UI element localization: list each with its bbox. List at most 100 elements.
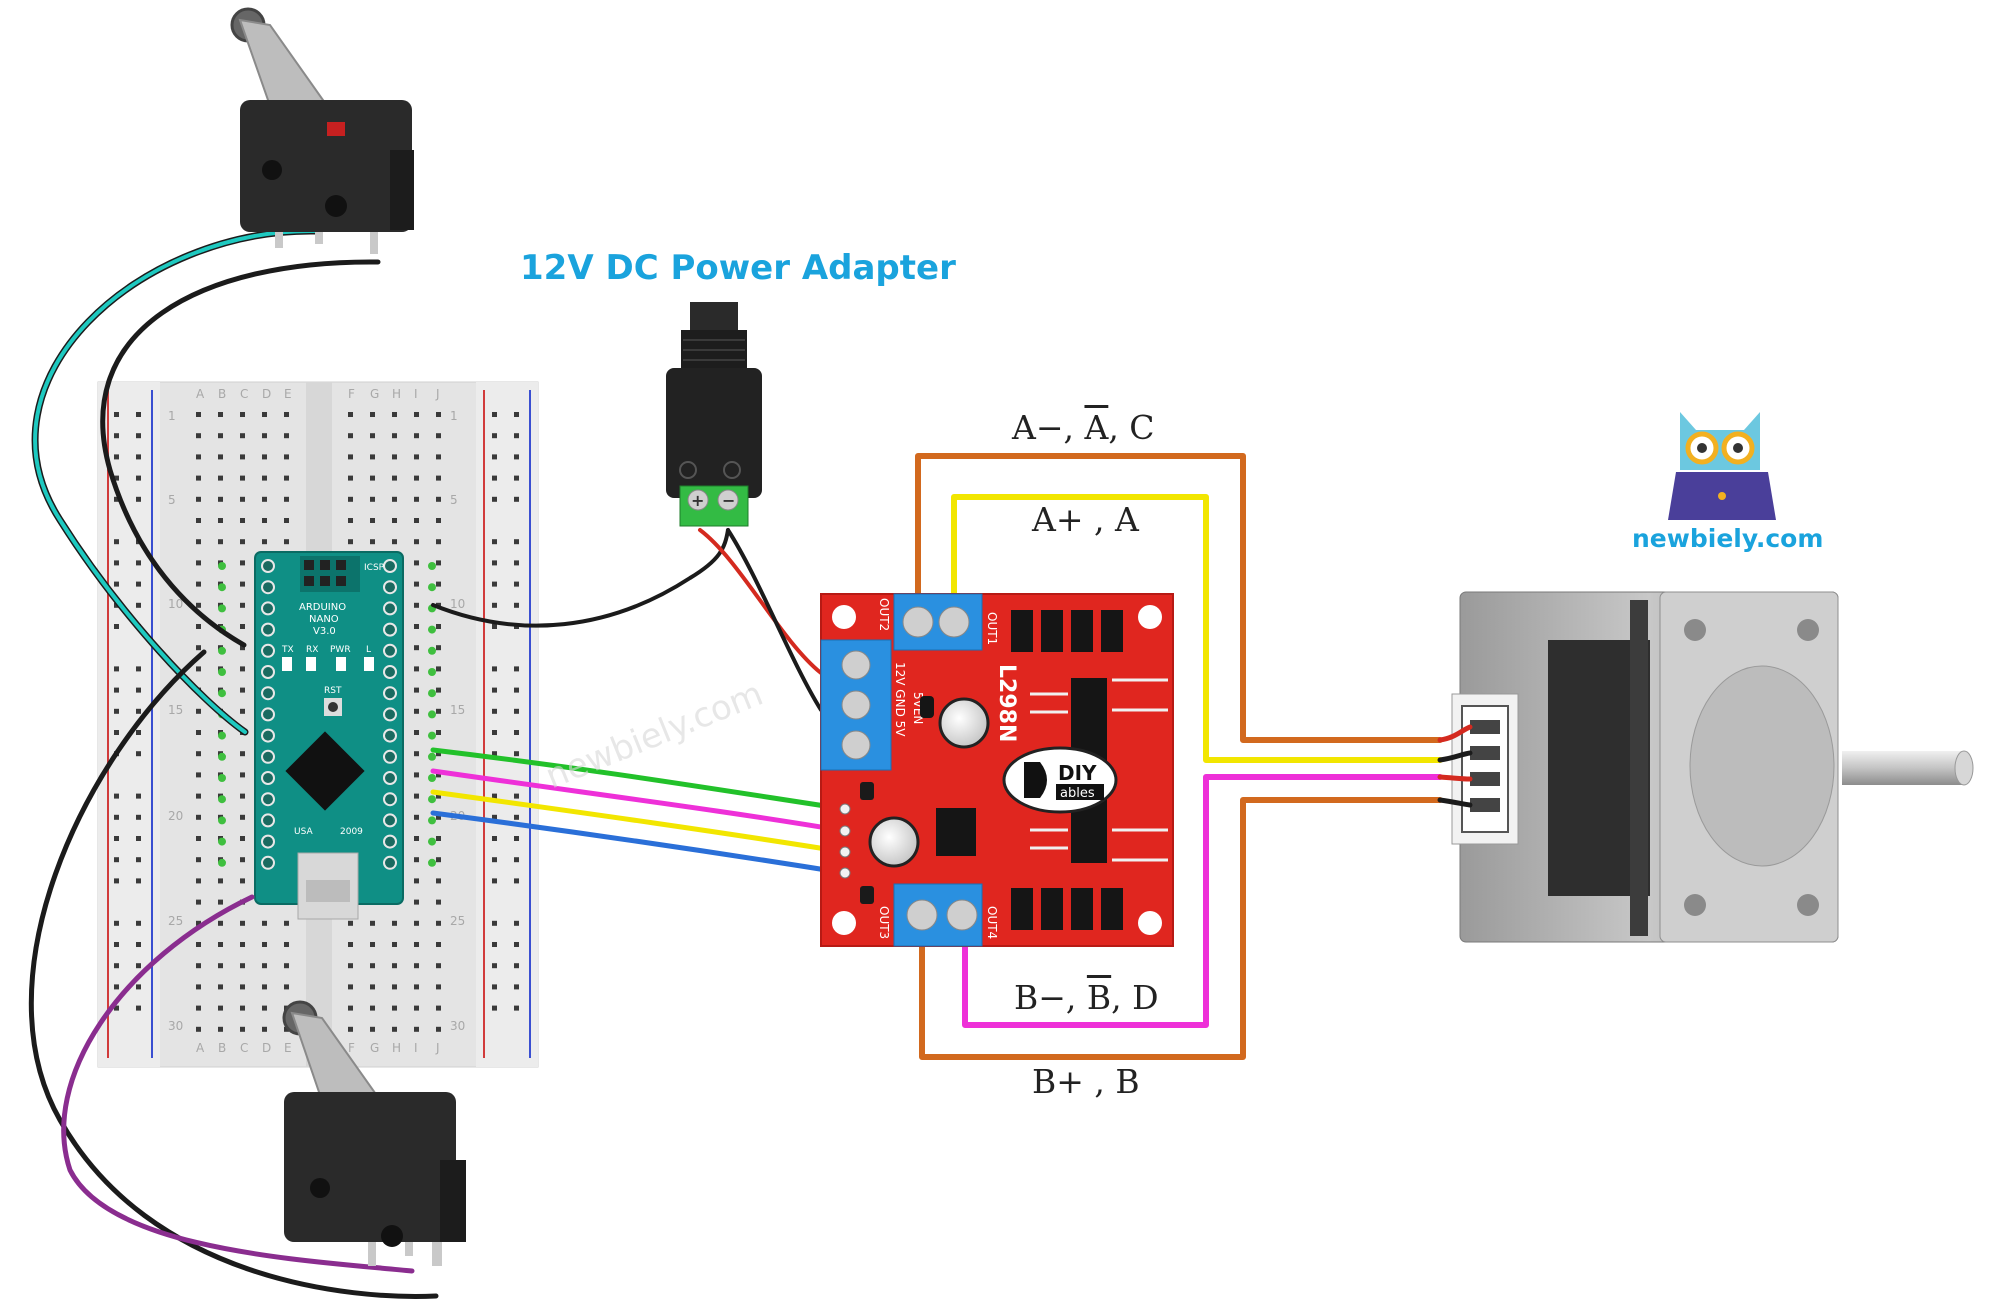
breadboard-hole: [492, 730, 497, 735]
breadboard-hole: [262, 963, 267, 969]
breadboard-hole: [284, 433, 289, 439]
breadboard-hole: [196, 857, 201, 863]
coil-b-minus-prefix: B−,: [1014, 978, 1087, 1017]
breadboard-hole: [414, 475, 419, 481]
col-letter: G: [370, 1041, 379, 1055]
icsp-pin: [336, 560, 346, 570]
flange-hole: [1797, 619, 1819, 641]
breadboard-hole: [218, 1026, 223, 1032]
breadboard-hole: [136, 666, 141, 672]
breadboard-hole: [370, 412, 375, 417]
breadboard-hole: [262, 518, 267, 523]
led-rx-label: RX: [306, 645, 318, 655]
breadboard-hole: [492, 454, 497, 460]
breadboard-connected-hole: [218, 752, 226, 761]
icsp-label: ICSP: [364, 563, 385, 573]
diode: [1071, 888, 1093, 930]
arduino-name: ARDUINO: [299, 602, 346, 613]
switch-pin: [275, 232, 283, 248]
coil-b-minus-bar: B: [1086, 978, 1112, 1017]
mount-hole: [1138, 911, 1162, 935]
arduino-nano: ICSP ARDUINO NANO V3.0 TX RX PWR L RST U…: [218, 551, 436, 920]
nano-pin: [261, 855, 275, 870]
breadboard-hole: [348, 518, 353, 523]
breadboard-hole: [240, 963, 245, 969]
nano-pin: [261, 792, 275, 807]
arduino-pin-headers: [218, 559, 436, 870]
breadboard-hole: [196, 560, 201, 566]
breadboard-hole: [262, 984, 267, 990]
breadboard-hole: [514, 730, 519, 735]
l298n-driver: OUT2 OUT1 OUT3 OUT4 12V GND 5V 5VEN L298…: [820, 593, 1174, 947]
breadboard-hole: [370, 1005, 375, 1011]
breadboard-hole: [114, 836, 119, 841]
wire-coil-a-minus-orange: [915, 453, 1443, 743]
breadboard-hole: [262, 920, 267, 926]
out4-label: OUT4: [985, 906, 999, 939]
breadboard-connected-hole: [428, 795, 436, 804]
breadboard-hole: [218, 518, 223, 523]
diode: [1011, 888, 1033, 930]
breadboard-hole: [392, 539, 397, 545]
terminal-screw: [946, 899, 978, 931]
diode: [1071, 610, 1093, 652]
arduino-year: 2009: [340, 827, 363, 837]
breadboard-hole: [218, 942, 223, 947]
breadboard-connected-hole: [428, 858, 436, 867]
icsp-pin: [304, 560, 314, 570]
breadboard-hole: [514, 602, 519, 608]
breadboard-hole: [436, 942, 441, 947]
breadboard-hole: [136, 602, 141, 608]
col-letter: I: [414, 387, 418, 401]
jumper-cap: [920, 696, 934, 718]
breadboard-hole: [196, 814, 201, 820]
wire-coil-b-plus-orange: [919, 797, 1443, 1060]
breadboard-hole: [240, 836, 245, 841]
terminal-screw: [841, 730, 871, 760]
nano-pin: [383, 643, 397, 658]
col-letter: D: [262, 387, 271, 401]
wire-coil-b-minus-magenta: [962, 774, 1443, 1028]
breadboard-hole: [436, 687, 441, 693]
breadboard-hole: [414, 857, 419, 863]
breadboard-hole: [514, 412, 519, 417]
breadboard-hole: [114, 539, 119, 545]
diode: [1041, 610, 1063, 652]
wire-12v-red: [698, 528, 823, 675]
switch-pin: [368, 1242, 376, 1266]
col-letter: J: [435, 1041, 440, 1055]
breadboard-hole: [392, 1026, 397, 1032]
breadboard-hole: [492, 857, 497, 863]
led-tx-label: TX: [281, 645, 294, 655]
coil-a-minus-suffix: , C: [1108, 408, 1155, 447]
breadboard-hole: [240, 666, 245, 672]
breadboard-hole: [196, 920, 201, 926]
stepper-motor: [1437, 591, 1974, 943]
pin-in2: [839, 846, 851, 858]
motor-boss: [1689, 665, 1835, 867]
microcontroller-chip: [285, 731, 365, 811]
breadboard-hole: [114, 666, 119, 672]
connector-pin: [1470, 720, 1500, 734]
breadboard-hole: [414, 793, 419, 799]
breadboard-hole: [436, 1026, 441, 1032]
breadboard-hole: [240, 708, 245, 714]
led-l-label: L: [366, 645, 371, 655]
breadboard-hole: [392, 454, 397, 460]
coil-label-b-plus: B+ , B: [1032, 1062, 1140, 1101]
breadboard-hole: [348, 475, 353, 481]
breadboard-hole: [514, 666, 519, 672]
breadboard-hole: [436, 708, 441, 714]
breadboard-hole: [514, 814, 519, 820]
switch-mount-hole: [310, 1178, 330, 1198]
breadboard-hole: [136, 496, 141, 502]
breadboard-hole: [348, 963, 353, 969]
breadboard-hole: [436, 857, 441, 863]
breadboard-hole: [348, 412, 353, 417]
breadboard-hole: [240, 645, 245, 651]
terminal-screw: [902, 606, 934, 638]
breadboard-hole: [436, 878, 441, 884]
terminal-screw: [717, 489, 739, 511]
out3-label: OUT3: [877, 906, 891, 939]
breadboard-hole: [436, 412, 441, 417]
